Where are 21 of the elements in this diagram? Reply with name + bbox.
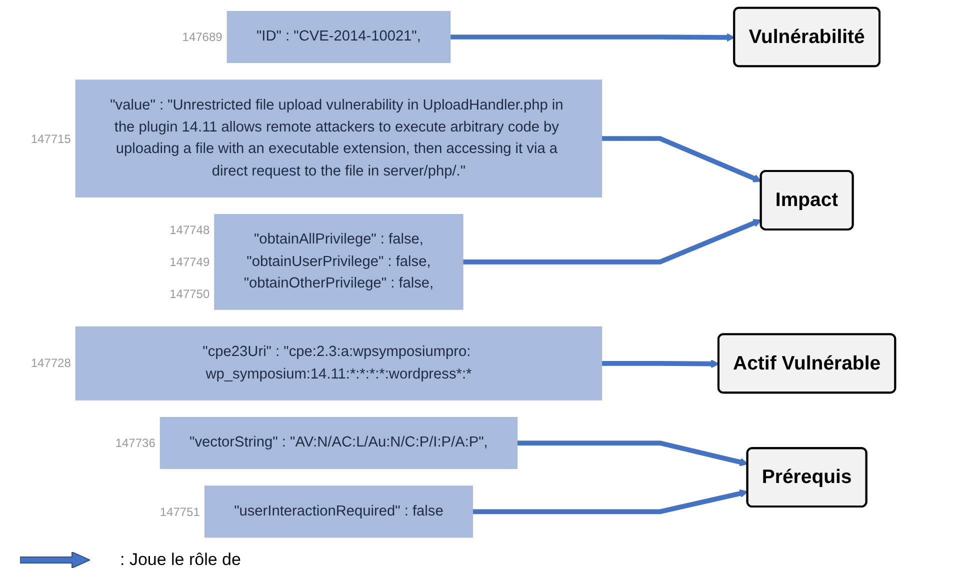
line-number: 147751 (160, 504, 200, 519)
legend-text: : Joue le rôle de (120, 550, 241, 570)
node-box: "vectorString" : "AV:N/AC:L/Au:N/C:P/I:P/A:P", (160, 416, 518, 470)
node-box: "ID" : "CVE-2014-10021", (226, 10, 451, 64)
arrow (462, 219, 762, 264)
arrow (517, 440, 748, 466)
line-number: 147736 (115, 436, 156, 450)
node-box: "cpe23Uri" : "cpe:2.3:a:wpsymposiumpro: wp_symposium:14.11:*:*:*:*:wordpress*:* (75, 326, 602, 400)
arrow (472, 489, 748, 514)
arrow (450, 33, 735, 42)
line-number: 147689 (182, 30, 222, 44)
arrow (602, 136, 762, 182)
node-box: "value" : "Unrestricted file upload vulnerability in UploadHandler.php in the plugin 14.11 allows remote attackers to execute arbitrary code by uploading a file with an executable extension, then accessing it via a direct request to the file in server/php/." (75, 80, 602, 198)
line-number: 147749 (170, 254, 210, 269)
line-number: 147748 (170, 223, 210, 238)
line-number: 147750 (170, 286, 210, 301)
node-box: "userInteractionRequired" : false (204, 486, 474, 538)
line-number: 147728 (30, 356, 71, 370)
arrow (602, 360, 720, 368)
node-box: "obtainAllPrivilege" : false, "obtainUserPrivilege" : false, "obtainOtherPrivilege" : false, (214, 214, 464, 310)
line-number: 147715 (30, 132, 71, 146)
